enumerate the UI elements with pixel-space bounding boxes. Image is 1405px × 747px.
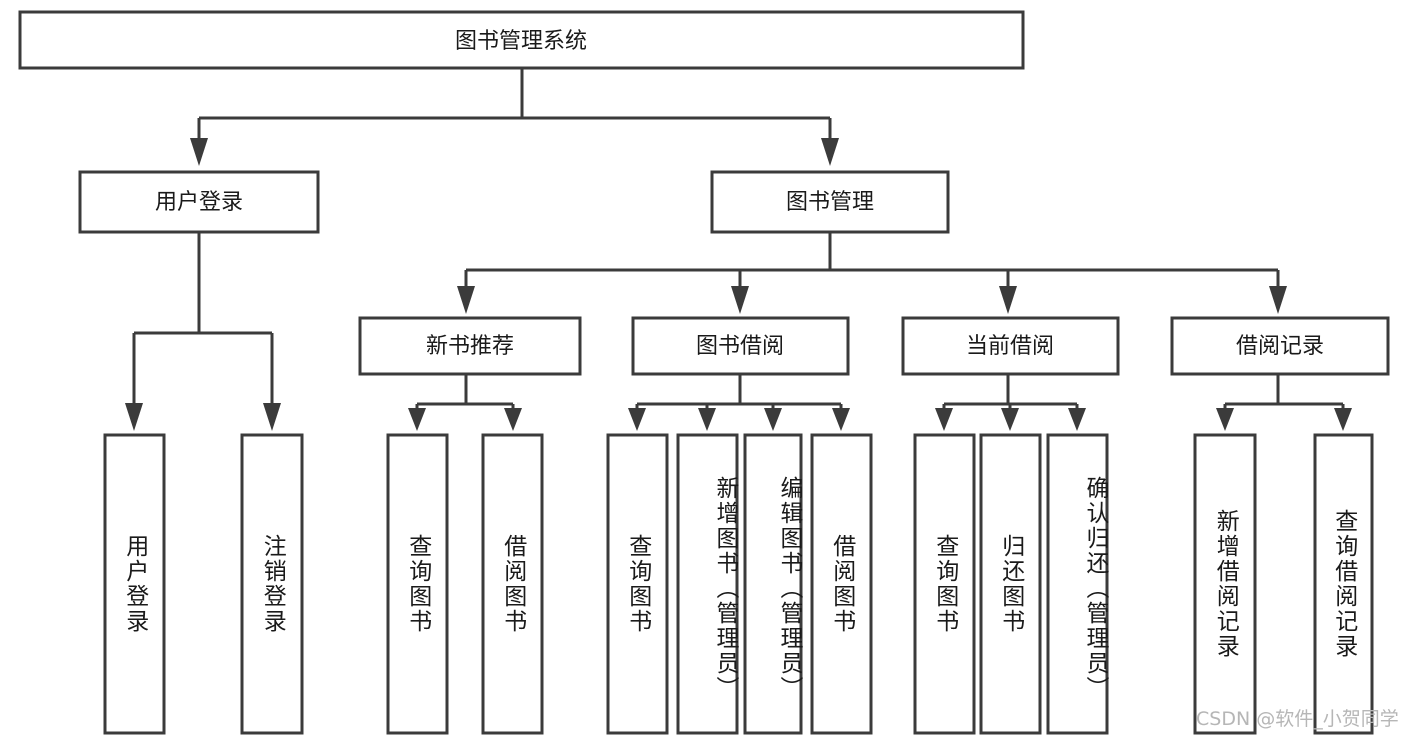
arrow-head-leaf-add-record [1216, 408, 1234, 431]
node-book-borrow-label: 图书借阅 [696, 334, 784, 359]
node-borrow-record-label: 借阅记录 [1236, 334, 1324, 359]
arrow-head-leaf-user-logout [263, 403, 281, 431]
node-new-book-recommend[interactable]: 新书推荐 [358, 316, 582, 376]
arrow-head-leaf-borrow-book-1 [504, 408, 522, 431]
arrow-head-leaf-return-book [1001, 408, 1019, 431]
csdn-watermark: CSDN @软件_小贺同学 [1196, 708, 1399, 730]
node-borrow-record-box[interactable] [1170, 316, 1390, 376]
node-user-login-box[interactable] [78, 170, 320, 234]
leaf-box-query-book-2[interactable] [606, 433, 669, 735]
node-book-borrow-box[interactable] [631, 316, 850, 376]
node-root[interactable]: 图书管理系统 [18, 10, 1025, 70]
node-borrow-record[interactable]: 借阅记录 [1170, 316, 1390, 376]
node-current-borrow-box[interactable] [901, 316, 1120, 376]
arrow-head-book-manage [821, 138, 839, 166]
node-root-label: 图书管理系统 [455, 29, 587, 54]
arrow-head-leaf-borrow-book-2 [832, 408, 850, 431]
connector-group-user-login [125, 232, 281, 431]
node-book-manage-box[interactable] [710, 170, 950, 234]
leaf-box-user-logout[interactable] [240, 433, 304, 735]
leaf-box-borrow-book-1[interactable] [481, 433, 544, 735]
node-current-borrow[interactable]: 当前借阅 [901, 316, 1120, 376]
node-user-login-label: 用户登录 [155, 190, 243, 215]
leaf-box-query-record[interactable] [1313, 433, 1374, 735]
node-user-login[interactable]: 用户登录 [78, 170, 320, 234]
leaf-box-query-book-1[interactable] [386, 433, 449, 735]
node-new-book-recommend-box[interactable] [358, 316, 582, 376]
leaf-box-add-book[interactable] [676, 433, 739, 735]
node-book-borrow[interactable]: 图书借阅 [631, 316, 850, 376]
arrow-head-leaf-query-record [1334, 408, 1352, 431]
leaf-box-borrow-book-2[interactable] [810, 433, 873, 735]
leaf-box-confirm-return[interactable] [1046, 433, 1109, 735]
leaf-box-edit-book[interactable] [743, 433, 803, 735]
connector-group-current-borrow [935, 374, 1086, 431]
connector-group-book-borrow [628, 374, 850, 431]
node-book-manage-label: 图书管理 [786, 190, 874, 215]
arrow-head-leaf-query-book-1 [408, 408, 426, 431]
leaf-box-query-book-3[interactable] [913, 433, 976, 735]
connector-group-new-book-recommend [408, 374, 522, 431]
leaf-boxes [103, 433, 1374, 735]
arrow-head-book-borrow [731, 286, 749, 314]
arrow-head-borrow-record [1269, 286, 1287, 314]
node-current-borrow-label: 当前借阅 [966, 334, 1054, 359]
arrow-head-leaf-add-book [698, 408, 716, 431]
leaf-box-add-record[interactable] [1193, 433, 1257, 735]
leaf-box-user-login[interactable] [103, 433, 166, 735]
leaf-box-return-book[interactable] [979, 433, 1042, 735]
arrow-head-leaf-query-book-2 [628, 408, 646, 431]
arrow-head-leaf-user-login [125, 403, 143, 431]
node-new-book-recommend-label: 新书推荐 [426, 334, 514, 359]
arrow-head-leaf-confirm-return [1068, 408, 1086, 431]
arrow-head-leaf-edit-book [764, 408, 782, 431]
arrow-head-user-login [190, 138, 208, 166]
arrow-head-new-book-recommend [457, 286, 475, 314]
node-root-box[interactable] [18, 10, 1025, 70]
node-book-manage[interactable]: 图书管理 [710, 170, 950, 234]
connector-group-book-manage [457, 232, 1287, 314]
arrow-head-current-borrow [999, 286, 1017, 314]
connector-group-borrow-record [1216, 374, 1352, 431]
connector-group-root [190, 68, 839, 166]
arrow-head-leaf-query-book-3 [935, 408, 953, 431]
